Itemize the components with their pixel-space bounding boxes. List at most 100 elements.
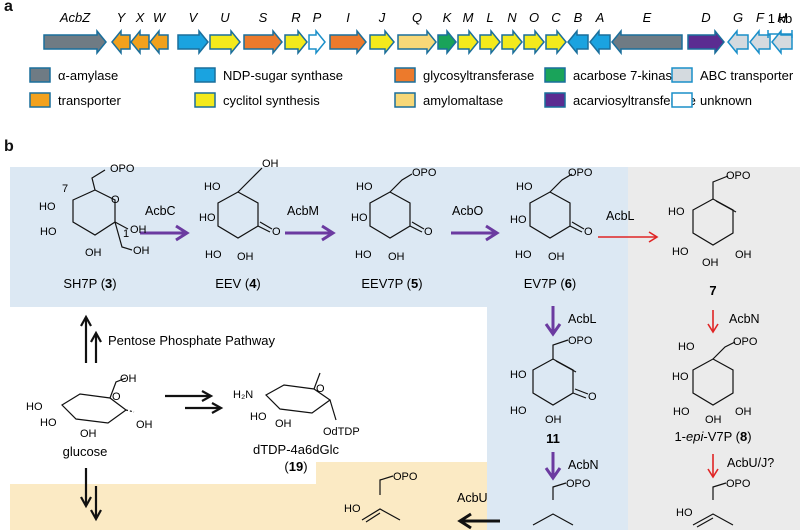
svg-text:OH: OH xyxy=(133,245,150,257)
svg-text:O: O xyxy=(112,391,121,403)
svg-text:HO: HO xyxy=(510,214,527,226)
svg-text:HO: HO xyxy=(344,503,361,515)
svg-text:O: O xyxy=(272,226,281,238)
legend-label-transporter: transporter xyxy=(58,93,122,108)
svg-text:HO: HO xyxy=(356,181,373,193)
label-glucose: glucose xyxy=(63,444,108,459)
gene-arrow-g xyxy=(727,28,749,56)
arrow-acbo: AcbO xyxy=(451,204,500,242)
gene-label-k: K xyxy=(443,10,453,25)
gene-label-x: X xyxy=(135,10,146,25)
molecule-eev7p-atoms: OPO HO HO HO OH O xyxy=(351,167,437,263)
gene-arrow-b xyxy=(567,28,589,56)
legend-swatch-alpha-amylase xyxy=(29,67,51,83)
svg-text:HO: HO xyxy=(510,369,527,381)
gene-arrow-acbz xyxy=(43,28,107,56)
gene-label-q: Q xyxy=(412,10,422,25)
molecule-11-atoms: OPO HO HO OH O xyxy=(510,335,597,426)
blue-region xyxy=(10,167,628,530)
legend-swatch-amylomaltase xyxy=(394,92,416,108)
scale-label: 1 kb xyxy=(768,11,793,26)
arrow-glucose-dtdp xyxy=(165,390,224,414)
gene-label-c: C xyxy=(551,10,561,25)
arrow-acbu: AcbU xyxy=(457,491,500,530)
svg-text:HO: HO xyxy=(516,181,533,193)
svg-text:O: O xyxy=(316,383,325,395)
svg-text:OH: OH xyxy=(136,419,153,431)
gene-label-e: E xyxy=(643,10,652,25)
arrow-acbl-down: AcbL xyxy=(544,306,597,337)
svg-text:OH: OH xyxy=(275,418,292,430)
gene-label-a: A xyxy=(595,10,605,25)
legend-swatch-acarviosyl xyxy=(544,92,566,108)
molecule-bottom-blue-atom: OPO xyxy=(566,478,591,490)
label-dtdp-num: (19) xyxy=(284,459,307,474)
svg-text:OH: OH xyxy=(80,428,97,440)
gene-label-u: U xyxy=(220,10,230,25)
enzyme-acbo: AcbO xyxy=(452,204,484,218)
enzyme-acbn-down: AcbN xyxy=(568,458,599,472)
label-11: 11 xyxy=(546,431,560,446)
gene-label-o: O xyxy=(529,10,539,25)
gene-label-j: J xyxy=(378,10,386,25)
gene-arrow-f xyxy=(749,28,771,56)
gene-label-d: D xyxy=(701,10,710,25)
svg-text:OH: OH xyxy=(705,414,722,426)
svg-text:HO: HO xyxy=(204,181,221,193)
enzyme-acbc: AcbC xyxy=(145,204,176,218)
molecule-8-atoms: OPO HO HO HO OH OH xyxy=(672,336,758,426)
gene-arrow-l xyxy=(479,28,501,56)
arrow-acbn-red: AcbN xyxy=(707,310,760,334)
legend-swatch-kinase xyxy=(544,67,566,83)
label-eev: EEV (4) xyxy=(215,276,261,291)
svg-text:OdTDP: OdTDP xyxy=(323,426,360,438)
svg-text:OH: OH xyxy=(545,414,562,426)
svg-text:HO: HO xyxy=(678,341,695,353)
svg-text:1: 1 xyxy=(123,228,129,240)
svg-text:H₂N: H₂N xyxy=(233,389,253,401)
enzyme-acbl-right: AcbL xyxy=(606,209,635,223)
gene-arrow-x xyxy=(130,28,150,56)
gene-label-m: M xyxy=(463,10,474,25)
svg-text:HO: HO xyxy=(40,417,57,429)
arrow-acbl-right: AcbL xyxy=(598,209,659,243)
svg-text:HO: HO xyxy=(199,212,216,224)
gray-region xyxy=(628,167,800,530)
svg-text:OH: OH xyxy=(130,224,147,236)
enzyme-acbuj: AcbU/J? xyxy=(727,456,774,470)
molecule-bottom-yellow-atoms: OPO HO xyxy=(344,471,418,515)
enzyme-acbl-down: AcbL xyxy=(568,312,597,326)
svg-text:OH: OH xyxy=(388,251,405,263)
gene-arrow-w xyxy=(149,28,169,56)
legend-label-abc: ABC transporter xyxy=(700,68,794,83)
enzyme-acbm: AcbM xyxy=(287,204,319,218)
svg-text:7: 7 xyxy=(62,183,68,195)
svg-text:HO: HO xyxy=(39,201,56,213)
svg-text:HO: HO xyxy=(40,226,57,238)
svg-text:OPO: OPO xyxy=(733,336,758,348)
gene-label-v: V xyxy=(189,10,199,25)
legend-label-glycosyltransferase: glycosyltransferase xyxy=(423,68,534,83)
legend-label-cyclitol: cyclitol synthesis xyxy=(223,93,320,108)
molecule-sh7p-atoms: 7 OPO O OH OH HO HO OH 1 xyxy=(39,163,150,259)
gene-arrow-v xyxy=(177,28,209,56)
svg-text:OH: OH xyxy=(735,249,752,261)
svg-text:OPO: OPO xyxy=(726,170,751,182)
svg-text:OPO: OPO xyxy=(393,471,418,483)
yellow-region xyxy=(10,462,487,530)
gene-label-b: B xyxy=(574,10,583,25)
gene-arrow-a xyxy=(589,28,611,56)
label-ev7p: EV7P (6) xyxy=(524,276,577,291)
molecule-glucose xyxy=(61,377,135,424)
gene-arrow-i xyxy=(329,28,367,56)
svg-text:OH: OH xyxy=(262,158,279,170)
svg-text:HO: HO xyxy=(510,405,527,417)
svg-text:OPO: OPO xyxy=(412,167,437,179)
gene-arrows xyxy=(43,28,793,56)
gene-label-s: S xyxy=(259,10,268,25)
arrow-acbc: AcbC xyxy=(140,204,190,242)
legend-swatch-ndp-sugar xyxy=(194,67,216,83)
svg-text:HO: HO xyxy=(250,411,267,423)
